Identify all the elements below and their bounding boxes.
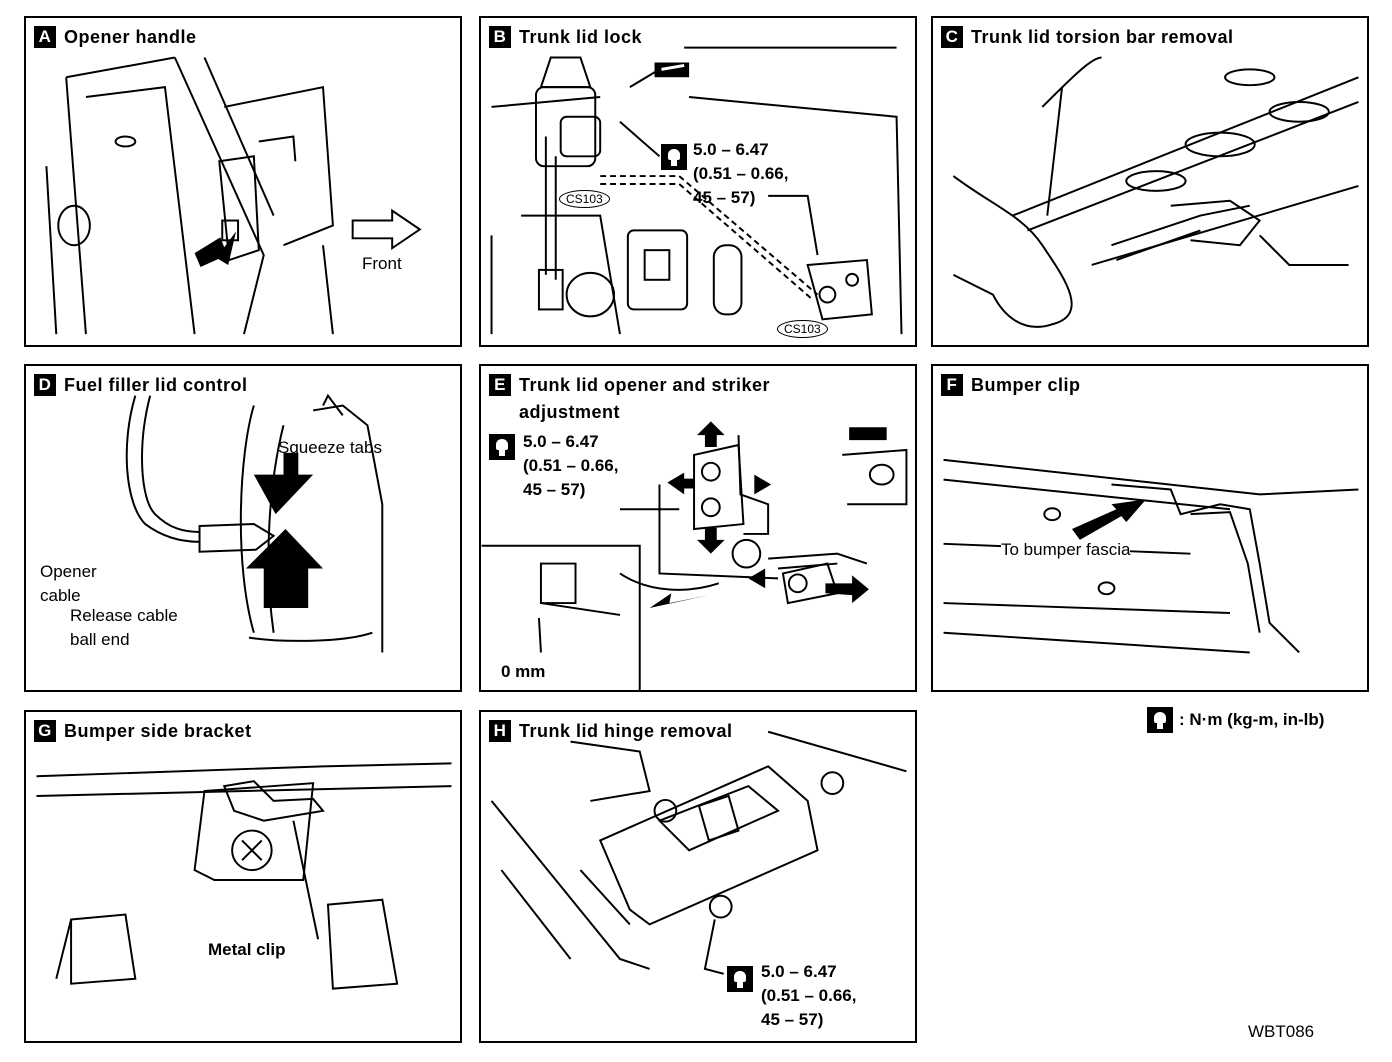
front-label: Front	[362, 254, 402, 273]
panel-bumper-clip: F Bumper clip To bumper fascia	[931, 364, 1369, 692]
opener-handle-illustration	[45, 56, 422, 335]
figure-code: WBT086	[1248, 1022, 1315, 1041]
torque-spec-e: 5.0 – 6.47 (0.51 – 0.66, 45 – 57)	[523, 432, 619, 499]
squeeze-arrow-up	[245, 528, 324, 609]
cs103-callout-2: CS103	[777, 320, 828, 338]
torque-spec-h: 5.0 – 6.47 (0.51 – 0.66, 45 – 57)	[761, 962, 857, 1029]
torque-wrench-icon	[727, 966, 753, 992]
panel-g-title: G Bumper side bracket	[34, 720, 252, 742]
torque-units-legend: : N·m (kg-m, in-lb)	[1147, 707, 1324, 733]
panel-c-title: C Trunk lid torsion bar removal	[941, 26, 1234, 48]
clip-arrow	[1071, 499, 1147, 540]
gap-zero-label: 0 mm	[501, 662, 546, 681]
torque-wrench-icon	[489, 434, 515, 460]
torsion-bar-illustration	[952, 56, 1359, 328]
panel-bumper-side-bracket: G Bumper side bracket Metal clip	[24, 710, 462, 1043]
panel-d-title: D Fuel filler lid control	[34, 374, 248, 396]
cs103-callout-1: CS103	[559, 190, 610, 208]
side-bracket-illustration	[36, 762, 452, 990]
opener-cable-label: Opener cable	[40, 562, 97, 605]
squeeze-arrow-down	[253, 452, 314, 515]
panel-e-title-line2: adjustment	[519, 402, 621, 422]
trunk-lid-lock-illustration	[490, 46, 903, 335]
panel-opener-handle: A Opener handle Front	[24, 16, 462, 347]
panel-h-title: H Trunk lid hinge removal	[489, 720, 733, 742]
panel-e-title: E Trunk lid opener and striker	[489, 374, 770, 396]
torque-wrench-icon	[661, 144, 687, 170]
panel-b-title: B Trunk lid lock	[489, 26, 642, 48]
panel-trunk-lid-lock: B Trunk lid lock CS103 CS103 5.0 – 6.47 …	[479, 16, 917, 347]
release-cable-label: Release cable ball end	[70, 606, 178, 649]
panel-fuel-filler-lid-control: D Fuel filler lid control Squeeze tabs O…	[24, 364, 462, 692]
panel-hinge-removal: H Trunk lid hinge removal 5.0 – 6.47 (0.…	[479, 710, 917, 1043]
to-bumper-fascia-label: To bumper fascia	[1001, 540, 1131, 560]
striker-adjustment-illustration	[481, 421, 908, 690]
panel-torsion-bar-removal: C Trunk lid torsion bar removal	[931, 16, 1369, 347]
bumper-clip-illustration	[943, 458, 1359, 654]
panel-opener-striker-adjustment: E Trunk lid opener and striker adjustmen…	[479, 364, 917, 692]
squeeze-tabs-label: Squeeze tabs	[278, 438, 382, 457]
metal-clip-label: Metal clip	[208, 940, 286, 959]
panel-a-title: A Opener handle	[34, 26, 197, 48]
hinge-removal-illustration	[490, 730, 907, 975]
fuel-filler-illustration	[125, 393, 384, 653]
panel-f-title: F Bumper clip	[941, 374, 1081, 396]
torque-wrench-icon	[1147, 707, 1173, 733]
torque-spec-b: 5.0 – 6.47 (0.51 – 0.66, 45 – 57)	[693, 140, 789, 207]
front-arrow	[351, 208, 422, 251]
